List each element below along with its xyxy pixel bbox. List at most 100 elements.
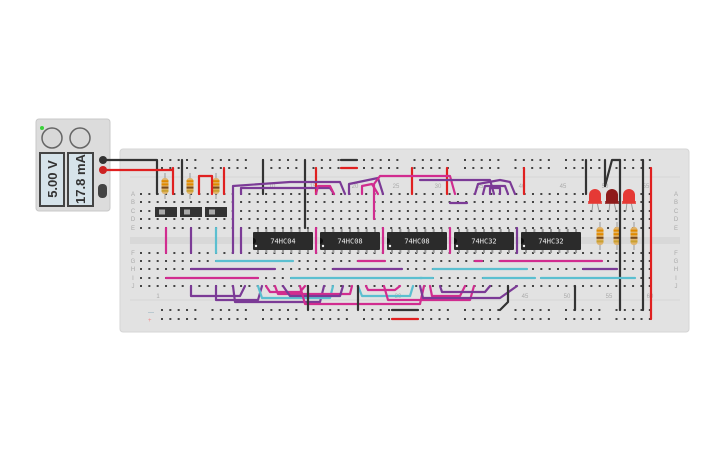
hole[interactable] xyxy=(165,193,168,195)
hole[interactable] xyxy=(423,193,426,195)
hole[interactable] xyxy=(423,210,426,212)
hole[interactable] xyxy=(515,218,518,220)
hole[interactable] xyxy=(565,285,568,287)
hole[interactable] xyxy=(206,193,209,195)
positive-terminal[interactable] xyxy=(99,166,107,174)
rail-hole[interactable] xyxy=(177,167,180,169)
slide-switch-2[interactable] xyxy=(180,207,202,217)
rail-hole[interactable] xyxy=(421,167,424,169)
hole[interactable] xyxy=(490,227,493,229)
hole[interactable] xyxy=(398,201,401,203)
rail-hole[interactable] xyxy=(295,167,298,169)
hole[interactable] xyxy=(356,210,359,212)
hole[interactable] xyxy=(648,285,651,287)
hole[interactable] xyxy=(531,285,534,287)
hole[interactable] xyxy=(498,218,501,220)
hole[interactable] xyxy=(557,210,559,212)
hole[interactable] xyxy=(298,268,301,270)
rail-hole[interactable] xyxy=(472,167,475,169)
hole[interactable] xyxy=(398,193,401,195)
rail-hole[interactable] xyxy=(514,318,517,320)
hole[interactable] xyxy=(390,201,393,203)
led-2[interactable] xyxy=(605,189,619,212)
rail-hole[interactable] xyxy=(573,167,576,169)
rail-hole[interactable] xyxy=(278,309,281,311)
hole[interactable] xyxy=(540,210,543,212)
hole[interactable] xyxy=(456,260,459,262)
hole[interactable] xyxy=(281,268,284,270)
rail-hole[interactable] xyxy=(228,318,231,320)
hole[interactable] xyxy=(165,201,168,203)
rail-hole[interactable] xyxy=(295,318,298,320)
rail-hole[interactable] xyxy=(345,309,348,311)
ic-chip-74hc32[interactable]: 74HC32 xyxy=(521,229,581,253)
hole[interactable] xyxy=(148,260,151,262)
rail-hole[interactable] xyxy=(287,309,290,311)
rail-hole[interactable] xyxy=(446,159,449,161)
rail-hole[interactable] xyxy=(379,318,382,320)
hole[interactable] xyxy=(315,260,318,262)
hole[interactable] xyxy=(565,227,568,229)
rail-hole[interactable] xyxy=(194,309,197,311)
hole[interactable] xyxy=(498,227,501,229)
hole[interactable] xyxy=(198,285,201,287)
hole[interactable] xyxy=(573,193,576,195)
rail-hole[interactable] xyxy=(337,318,340,320)
hole[interactable] xyxy=(481,252,484,254)
hole[interactable] xyxy=(156,285,159,287)
hole[interactable] xyxy=(582,227,585,229)
hole[interactable] xyxy=(548,210,551,212)
hole[interactable] xyxy=(548,268,551,270)
rail-hole[interactable] xyxy=(186,309,189,311)
hole[interactable] xyxy=(340,210,343,212)
hole[interactable] xyxy=(431,227,434,229)
hole[interactable] xyxy=(531,201,534,203)
rail-hole[interactable] xyxy=(287,159,290,161)
hole[interactable] xyxy=(356,201,359,203)
hole[interactable] xyxy=(273,193,276,195)
hole[interactable] xyxy=(615,218,618,220)
hole[interactable] xyxy=(181,218,184,220)
hole[interactable] xyxy=(398,218,401,220)
rail-hole[interactable] xyxy=(480,167,483,169)
hole[interactable] xyxy=(648,193,651,195)
rail-hole[interactable] xyxy=(186,167,189,169)
rail-hole[interactable] xyxy=(337,159,340,161)
rail-hole[interactable] xyxy=(228,309,231,311)
rail-hole[interactable] xyxy=(278,159,281,161)
hole[interactable] xyxy=(423,260,426,262)
hole[interactable] xyxy=(148,201,151,203)
ic-chip-74hc08[interactable]: 74HC08 xyxy=(320,229,380,253)
hole[interactable] xyxy=(565,201,568,203)
hole[interactable] xyxy=(406,210,409,212)
rail-hole[interactable] xyxy=(590,318,593,320)
hole[interactable] xyxy=(623,227,626,229)
hole[interactable] xyxy=(165,218,168,220)
rail-hole[interactable] xyxy=(446,309,449,311)
hole[interactable] xyxy=(440,193,443,195)
hole[interactable] xyxy=(440,285,443,287)
hole[interactable] xyxy=(531,268,534,270)
hole[interactable] xyxy=(248,227,251,229)
hole[interactable] xyxy=(406,218,409,220)
hole[interactable] xyxy=(490,193,493,195)
hole[interactable] xyxy=(290,193,293,195)
rail-hole[interactable] xyxy=(615,309,618,311)
negative-terminal[interactable] xyxy=(99,156,107,164)
rail-hole[interactable] xyxy=(522,309,525,311)
hole[interactable] xyxy=(223,218,226,220)
hole[interactable] xyxy=(398,260,401,262)
hole[interactable] xyxy=(390,285,393,287)
rail-hole[interactable] xyxy=(337,309,340,311)
hole[interactable] xyxy=(323,201,326,203)
hole[interactable] xyxy=(623,252,626,254)
hole[interactable] xyxy=(281,227,284,229)
rail-hole[interactable] xyxy=(547,159,550,161)
hole[interactable] xyxy=(640,285,643,287)
rail-hole[interactable] xyxy=(573,159,576,161)
magenta-wire[interactable] xyxy=(360,182,380,196)
resistor-2[interactable] xyxy=(186,173,194,199)
rail-hole[interactable] xyxy=(421,159,424,161)
magenta-wire[interactable] xyxy=(372,174,457,221)
rail-hole[interactable] xyxy=(219,318,222,320)
